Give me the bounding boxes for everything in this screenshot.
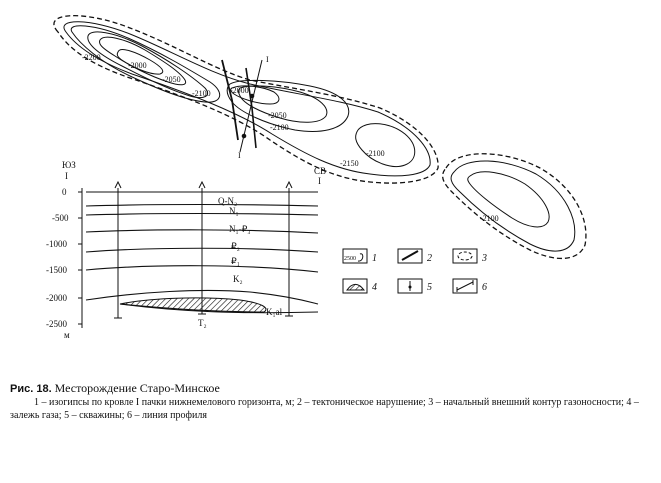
legend-swatch-gas-contour [452, 248, 478, 264]
depth-tick-label: 0 [62, 187, 67, 197]
isohypse-2100-nw [87, 31, 209, 99]
isohypse-2100-se [467, 171, 550, 228]
legend-swatch-well [397, 278, 423, 294]
well-head [285, 180, 293, 189]
depth-unit: м [64, 330, 70, 340]
boundary-line [85, 229, 319, 234]
contour-label: -2200 [82, 53, 101, 62]
stratum-label: ₽₂ [231, 241, 240, 251]
structure-map [53, 15, 587, 260]
legend-number: 6 [482, 282, 487, 293]
stratum-label: N₁ [229, 206, 239, 216]
contour-label: -2100 [270, 123, 289, 132]
figure-drawing: -2200 -2000 -2050 -2100 -2000 -2050 -210… [46, 15, 587, 340]
legend: 2500 1 2 3 4 5 6 [342, 248, 487, 294]
contour-label: -2000 [128, 61, 147, 70]
isohypse-2100-east [355, 123, 416, 167]
well-marker [241, 133, 247, 139]
contour-labels: -2200 -2000 -2050 -2100 -2000 -2050 -210… [82, 53, 499, 223]
well-head [198, 180, 206, 189]
fault-line-1 [221, 59, 239, 141]
depth-tick-label: -2000 [46, 293, 67, 303]
contour-label: -2000 [230, 86, 249, 95]
section-right-mark: I [318, 176, 321, 186]
stratum-label: ₽₁ [231, 256, 240, 266]
profile-label: I [266, 55, 269, 64]
stratum-label: Q-N₂ [218, 196, 237, 206]
well-marker [249, 93, 255, 99]
caption-text: 1 – изогипсы по кровле I пачки нижнемело… [10, 397, 639, 421]
section-left-direction: ЮЗ [62, 160, 76, 170]
legend-sample-value: 2500 [344, 256, 356, 262]
stratum-label: T₂ [198, 318, 207, 328]
isohypse-2150-se [450, 160, 576, 252]
contour-label: -2100 [366, 149, 385, 158]
cross-section: ЮЗ I СВ I 0 -500 -1000 -1500 -2000 -2500… [46, 160, 326, 340]
depth-tick-label: -1000 [46, 239, 67, 249]
boundary-line [85, 203, 319, 207]
legend-swatch-profile-line [452, 278, 478, 294]
isohypse-2000-nw [116, 49, 164, 75]
boundary-line [85, 212, 319, 216]
contour-label: -2100 [480, 214, 499, 223]
legend-number: 2 [427, 253, 432, 264]
contour-label: -2050 [268, 111, 287, 120]
gas-deposit [119, 297, 267, 313]
depth-tick-label: -2500 [46, 319, 67, 329]
profile-label: I [238, 151, 241, 160]
figure-caption: Рис. 18. Месторождение Старо-Минское 1 –… [10, 382, 650, 422]
stratum-label: N₁-₽₃ [229, 224, 251, 234]
section-left-mark: I [65, 171, 68, 181]
profile-line [239, 59, 263, 153]
contour-label: -2050 [162, 75, 181, 84]
gas-contour-se [441, 153, 587, 260]
isohypse-2200 [70, 25, 220, 103]
depth-tick-label: -1500 [46, 265, 67, 275]
legend-swatch-fault [397, 248, 423, 264]
legend-number: 3 [481, 253, 487, 264]
caption-title-line: Рис. 18. Месторождение Старо-Минское [10, 382, 650, 396]
contour-label: -2150 [340, 159, 359, 168]
isohypse-2050-center [238, 85, 328, 123]
isohypse-2050-nw [99, 36, 187, 86]
legend-number: 4 [372, 282, 377, 293]
well-head [114, 180, 122, 189]
caption-label: Рис. 18. [10, 383, 52, 395]
isohypse-2150 [63, 21, 431, 177]
contour-label: -2100 [192, 89, 211, 98]
boundary-line [119, 303, 319, 314]
caption-title: Месторождение Старо-Минское [54, 381, 220, 395]
section-right-direction: СВ [314, 166, 326, 176]
legend-number: 1 [372, 253, 377, 264]
legend-number: 5 [427, 282, 432, 293]
isohypse-2000-center [230, 85, 280, 105]
boundary-line [85, 265, 319, 273]
legend-swatch-isohypse [342, 248, 368, 264]
depth-tick-label: -500 [52, 213, 69, 223]
boundary-line [85, 289, 319, 305]
boundary-line [85, 247, 319, 253]
stratum-label: K₁al [266, 307, 283, 317]
stratum-label: K₂ [233, 274, 243, 284]
legend-swatch-gas-deposit [342, 278, 368, 294]
fault-line-2 [245, 67, 257, 149]
